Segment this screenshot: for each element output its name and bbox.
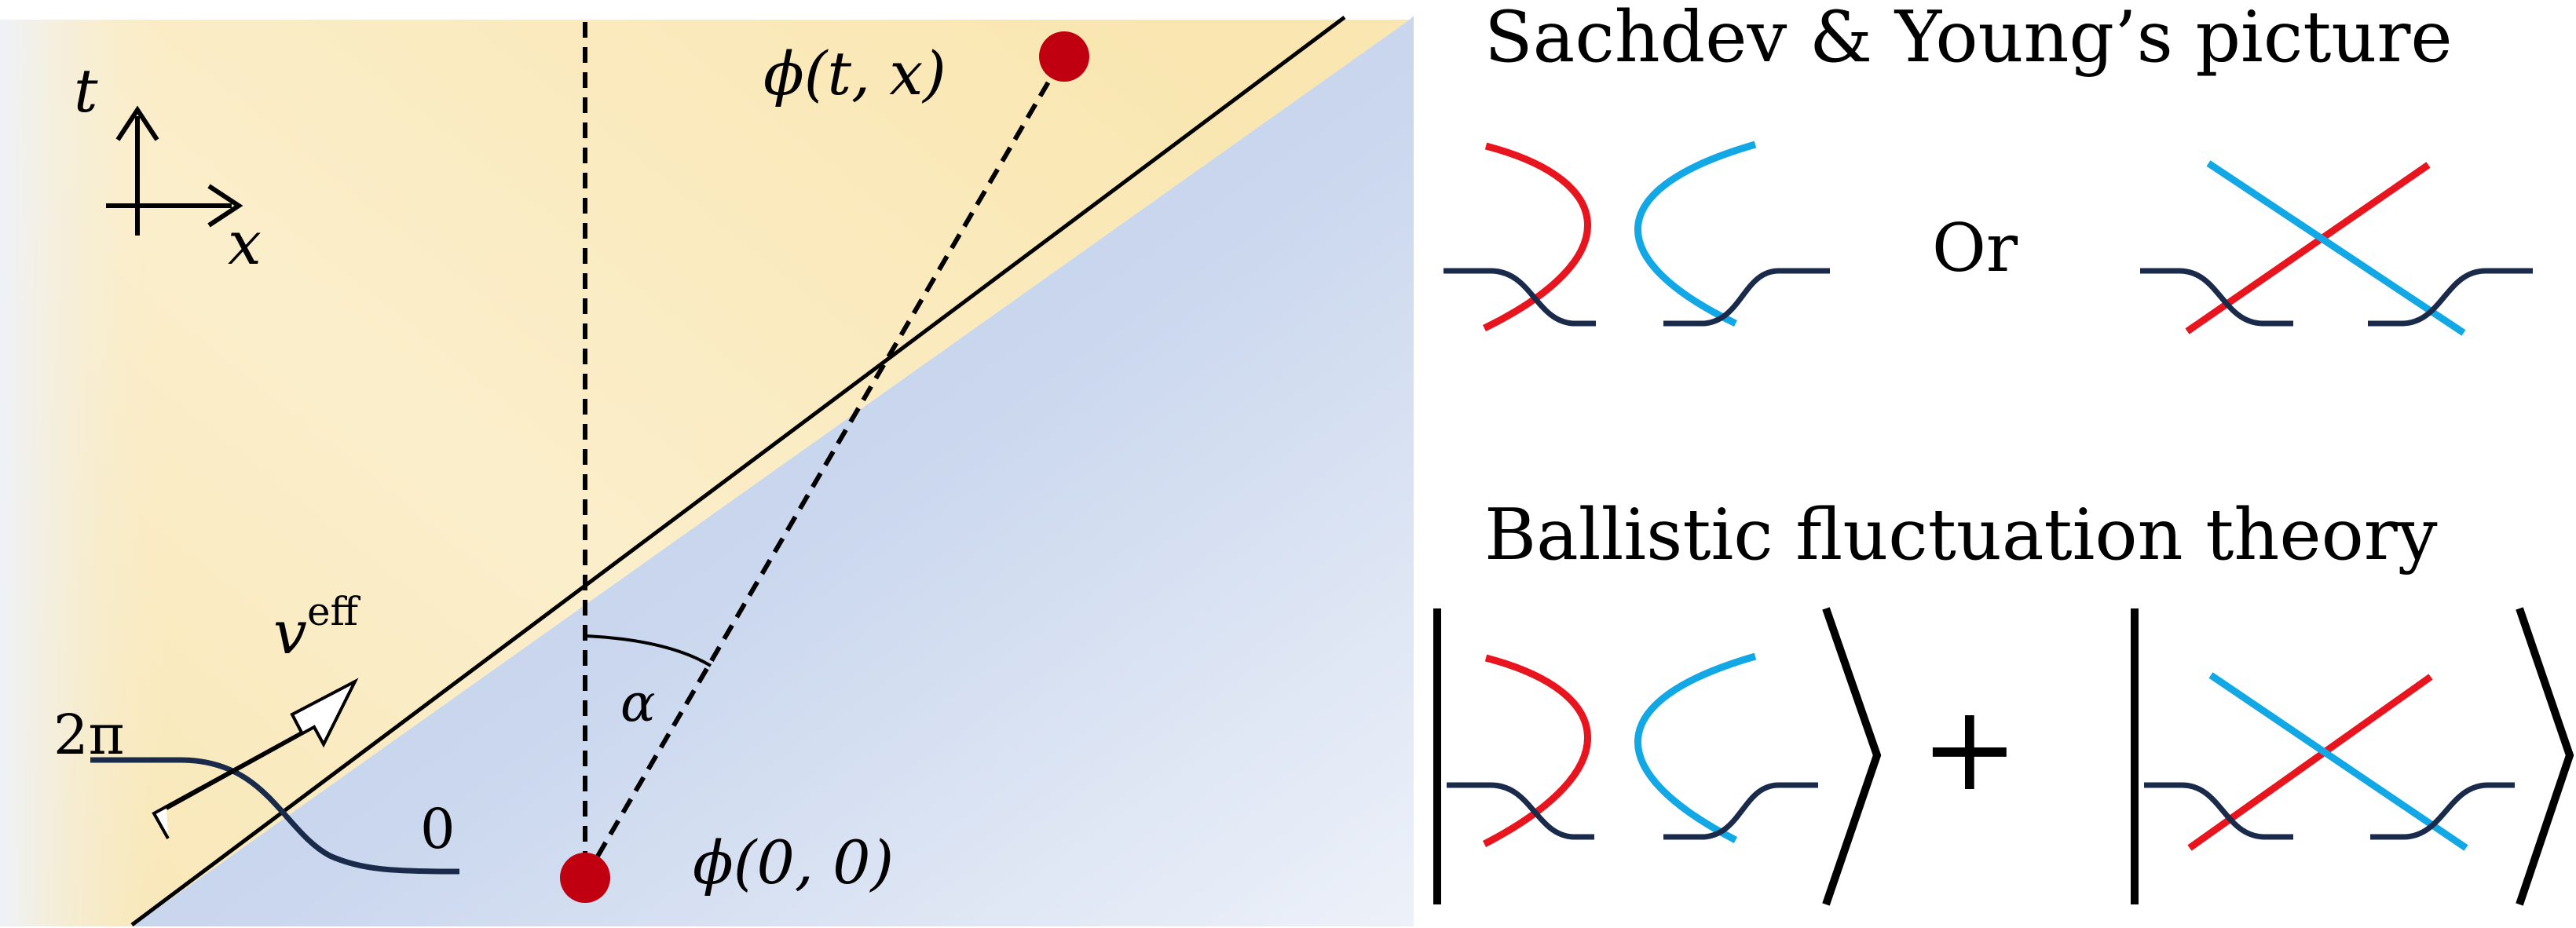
ket-angle [2516, 607, 2574, 906]
angle-arc [584, 634, 712, 667]
kink-high-label: 2π [53, 703, 125, 767]
title-ballistic: Ballistic fluctuation theory [1484, 494, 2438, 576]
axis-t-label: t [74, 56, 98, 126]
diagram-crossing-top [2140, 160, 2533, 336]
ket-right [2131, 607, 2574, 906]
navy-curve-2 [2370, 782, 2515, 840]
axis-x-label: x [228, 208, 262, 278]
velocity-arrow-outline [152, 678, 359, 839]
navy-curve [1444, 268, 1596, 327]
ray-dashed-line [583, 53, 1067, 879]
navy-curve-2 [2368, 268, 2533, 327]
cyan-line [2208, 672, 2468, 851]
ket-angle [1822, 607, 1882, 906]
plus-sign: + [1920, 681, 2019, 817]
cyan-curve [1634, 652, 1757, 843]
cyan-line [2206, 160, 2466, 336]
navy-curve [1447, 782, 1594, 840]
diagram-reflection-top [1444, 141, 1830, 332]
navy-curve-2 [1663, 782, 1818, 840]
red-line [2185, 162, 2431, 334]
point-top-label: ϕ(t, x) [763, 38, 946, 108]
navy-curve [2144, 782, 2293, 840]
kink-profile [90, 757, 460, 875]
region-outside-cone [132, 16, 1414, 926]
cyan-curve [1634, 141, 1757, 327]
right-panel: Sachdev & Young’s picture Or Ballistic f… [1433, 0, 2574, 906]
or-label: Or [1932, 210, 2018, 287]
red-line [2187, 674, 2433, 851]
region-fade-overlay [0, 20, 471, 926]
point-origin-label: ϕ(0, 0) [693, 828, 894, 897]
navy-curve [2140, 268, 2293, 327]
point-origin-marker [560, 853, 610, 903]
title-sachdev-young: Sachdev & Young’s picture [1484, 0, 2453, 79]
axes-indicator: t x [74, 56, 262, 278]
front-line [130, 15, 1346, 927]
navy-curve-2 [1663, 268, 1830, 327]
ket-left [1433, 607, 1882, 906]
spacetime-diagram: α ϕ(t, x) ϕ(0, 0) t x 2π 0 veff [0, 15, 1414, 927]
kink-low-label: 0 [420, 797, 456, 861]
velocity-label: veff [273, 589, 361, 667]
point-top-marker [1039, 31, 1089, 82]
angle-label: α [620, 673, 656, 733]
